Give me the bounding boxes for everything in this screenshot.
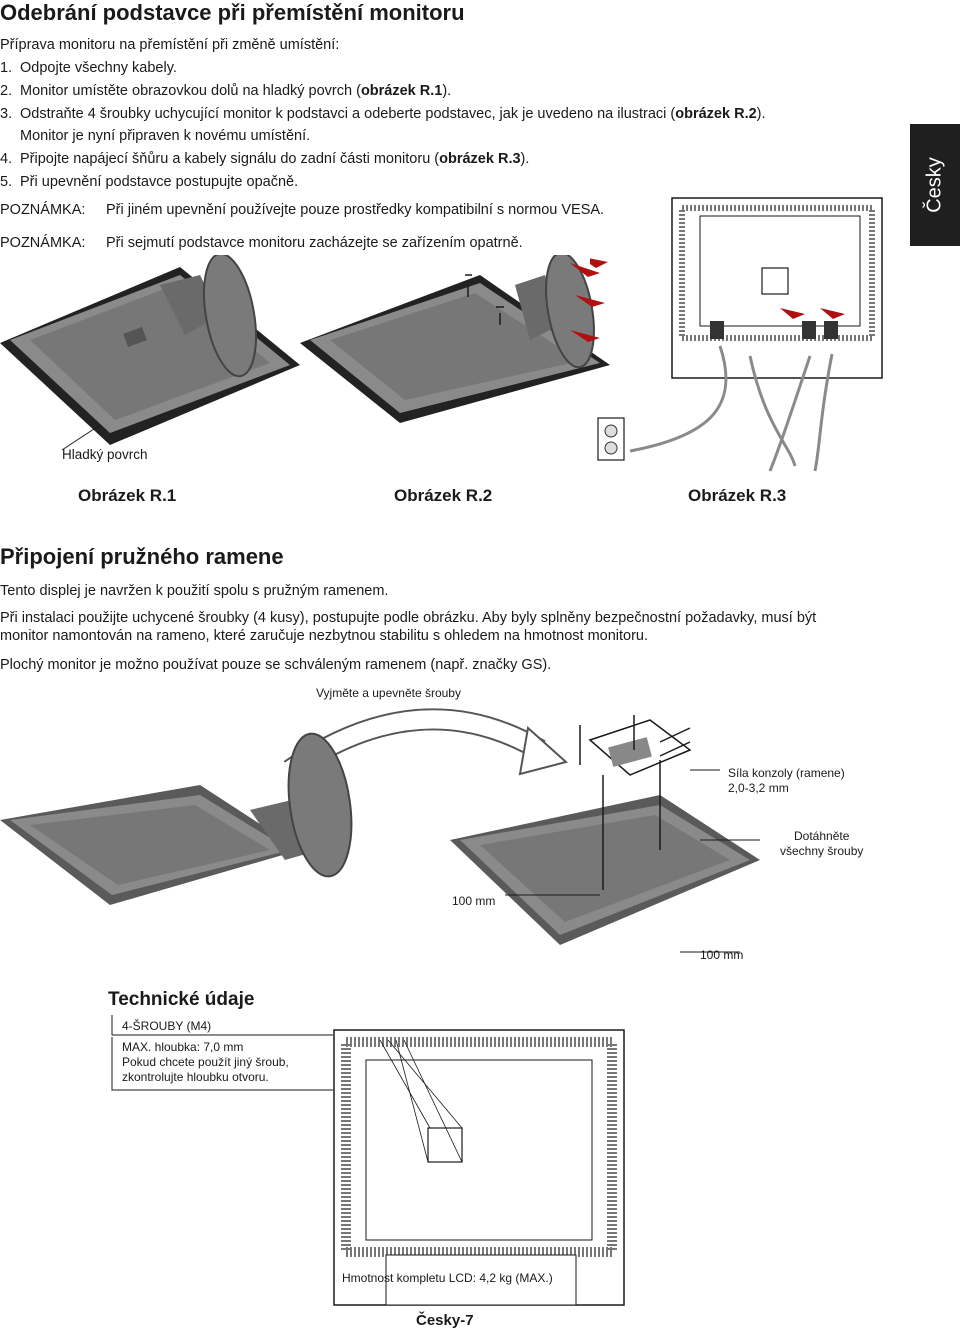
- step-number: 1.: [0, 60, 13, 76]
- step-2: 2. Monitor umístěte obrazovkou dolů na hl…: [0, 80, 451, 102]
- arm-mount-illustration: [0, 708, 760, 953]
- step-number: 4.: [0, 151, 13, 167]
- specs-bracket-lines: [111, 1015, 333, 1091]
- step-text: Připojte napájecí šňůru a kabely signálu…: [20, 151, 440, 167]
- bracket-thickness-line1: Síla konzoly (ramene): [728, 766, 845, 780]
- figure-label-r3: Obrázek R.3: [688, 486, 787, 505]
- note-label: POZNÁMKA:: [0, 202, 86, 218]
- step-1: 1. Odpojte všechny kabely.: [0, 57, 177, 79]
- remove-screws-label: Vyjměte a upevněte šrouby: [316, 686, 461, 700]
- tighten-screws-line2: všechny šrouby: [780, 844, 864, 858]
- arm-para-2-line1: Při instalaci použijte uchycené šroubky …: [0, 610, 817, 626]
- language-tab-label: Česky: [923, 157, 946, 213]
- specs-weight: Hmotnost kompletu LCD: 4,2 kg (MAX.): [342, 1271, 553, 1285]
- step-text-end: ).: [756, 106, 766, 122]
- figure-ref: obrázek R.1: [360, 83, 443, 99]
- arm-para-3: Plochý monitor je možno používat pouze s…: [0, 657, 552, 673]
- step-text: Odstraňte 4 šroubky uchycující monitor k…: [20, 106, 676, 122]
- step-5: 5. Při upevnění podstavce postupujte opač…: [0, 171, 298, 193]
- dimension-label-1: 100 mm: [452, 894, 496, 908]
- note-text: Při jiném upevnění používejte pouze pros…: [106, 202, 605, 218]
- figure-r1-illustration: [0, 255, 300, 451]
- language-tab: Česky: [910, 124, 960, 246]
- dimension-label-2: 100 mm: [700, 948, 744, 962]
- monitor-back-illustration: [333, 1029, 625, 1306]
- figure-label-r2: Obrázek R.2: [394, 486, 493, 505]
- bracket-thickness-line2: 2,0-3,2 mm: [728, 781, 789, 795]
- figure-label-r1: Obrázek R.1: [78, 486, 177, 505]
- step-text-end: ).: [520, 151, 530, 167]
- specs-depth-line1: MAX. hloubka: 7,0 mm: [122, 1040, 244, 1054]
- figure-r2-illustration: [300, 255, 610, 423]
- step-3: 3. Odstraňte 4 šroubky uchycující monitor…: [0, 103, 766, 125]
- arm-para-1: Tento displej je navržen k použití spolu…: [0, 583, 389, 599]
- step-text: Při upevnění podstavce postupujte opačně…: [20, 174, 299, 190]
- page-number: Česky-7: [416, 1312, 474, 1329]
- note-label: POZNÁMKA:: [0, 235, 86, 251]
- specs-depth-line3: zkontrolujte hloubku otvoru.: [122, 1070, 269, 1084]
- step-text: Odpojte všechny kabely.: [20, 60, 177, 76]
- note-text: Při sejmutí podstavce monitoru zacházejt…: [106, 235, 523, 251]
- specs-title: Technické údaje: [108, 989, 255, 1010]
- step-text-end: ).: [442, 83, 452, 99]
- step-number: 5.: [0, 174, 13, 190]
- specs-depth-line2: Pokud chcete použít jiný šroub,: [122, 1055, 289, 1069]
- section-title-remove-stand: Odebrání podstavce při přemístění monito…: [0, 0, 465, 25]
- tighten-screws-line1: Dotáhněte: [794, 829, 850, 843]
- step-4: 4. Připojte napájecí šňůru a kabely signá…: [0, 148, 529, 170]
- figure-r3-illustration: [590, 197, 883, 472]
- arm-para-2-line2: monitor namontován na rameno, které zaru…: [0, 628, 649, 644]
- step-3-line2: Monitor je nyní připraven k novému umíst…: [20, 128, 311, 144]
- step-number: 2.: [0, 83, 13, 99]
- section-title-flexible-arm: Připojení pružného ramene: [0, 544, 284, 569]
- note-careful: POZNÁMKA: Při sejmutí podstavce monitoru …: [0, 232, 523, 254]
- intro-text: Příprava monitoru na přemístění při změn…: [0, 37, 340, 53]
- figure-ref: obrázek R.3: [439, 151, 521, 167]
- note-vesa: POZNÁMKA: Při jiném upevnění používejte p…: [0, 199, 604, 221]
- step-number: 3.: [0, 106, 13, 122]
- surface-label: Hladký povrch: [62, 447, 148, 462]
- figure-ref: obrázek R.2: [675, 106, 757, 122]
- specs-screws: 4-ŠROUBY (M4): [122, 1019, 212, 1033]
- step-text: Monitor umístěte obrazovkou dolů na hlad…: [20, 83, 361, 99]
